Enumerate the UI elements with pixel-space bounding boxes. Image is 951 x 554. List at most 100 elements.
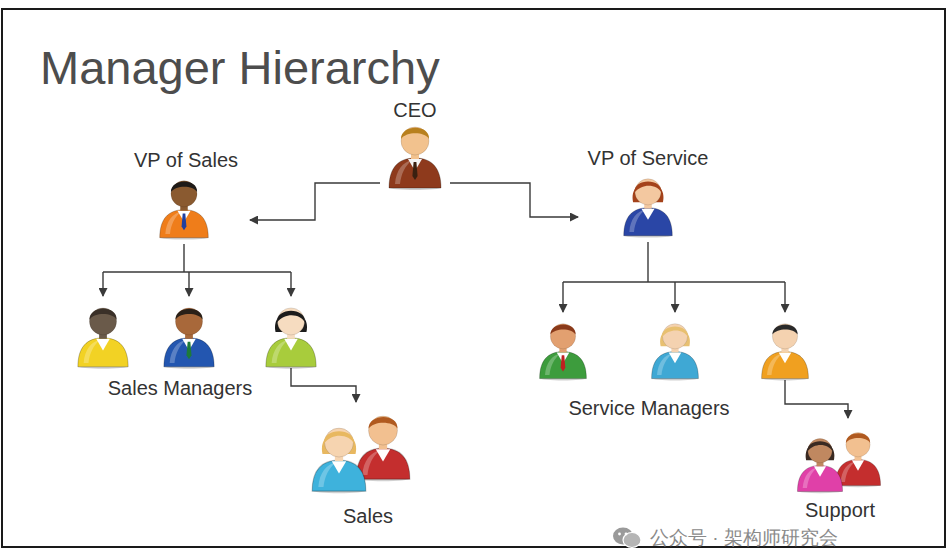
icon-head [175,308,202,335]
person-node: Support [792,418,888,522]
icon-tie [182,213,187,230]
person-icon [156,172,212,240]
person-icon [620,170,676,238]
role-label: CEO [393,98,436,122]
icon-head [277,308,304,335]
icon-highlight [767,353,782,375]
icon-highlight [165,212,181,234]
icon-hair [369,417,398,429]
icon-head [772,324,797,349]
diagram-title: Manager Hierarchy [40,40,440,96]
icon-body [160,210,209,238]
role-label: Support [805,498,875,522]
person-node: CEO [380,98,450,194]
hierarchy-connector [450,183,578,217]
connector-line [562,282,563,312]
person-node: Service Managers [532,312,817,422]
icon-body [389,158,441,188]
icon-collar [779,353,792,364]
icon-collar [376,449,390,461]
hierarchy-connector [563,242,785,312]
icon-head [550,324,575,349]
hierarchy-connector [103,244,291,296]
role-label: VP of Sales [134,148,238,172]
icon-hair [550,324,575,334]
connector-line [563,281,785,282]
person-icon [648,314,702,382]
icon-head [171,181,197,207]
icon-hair [89,309,116,320]
hierarchy-connector [291,368,356,402]
connector-line [450,183,578,217]
person-icon [385,118,445,190]
icon-tie [561,355,566,371]
icon-body [797,465,842,491]
person-icon [160,298,218,370]
icon-highlight [170,340,186,363]
icon-head [808,439,832,463]
hierarchy-connector [785,380,848,418]
icon-hair [807,441,832,451]
connector-line [188,272,189,296]
icon-collar [96,339,110,351]
icon-hair [401,128,429,139]
icon-body [266,338,316,367]
icon-collar [814,466,826,476]
connector-line [784,282,785,312]
person-node: Sales [304,402,420,528]
icon-highlight [545,353,560,375]
icon-body [540,352,587,379]
connector-line [647,242,648,282]
icon-head [369,416,398,445]
icon-hair [277,311,305,323]
icon-body [624,208,673,236]
icon-head [635,179,661,205]
role-label: VP of Service [588,146,709,170]
watermark: 公众号 · 架构师研究会 [612,526,838,550]
icon-body [762,352,809,379]
icon-hair [634,182,661,193]
icon-body [835,459,880,485]
icon-highlight [84,340,100,363]
icon-collar [332,461,346,473]
connector-line [290,272,291,296]
icon-highlight [318,462,336,487]
icon-hair [846,433,870,443]
icon-collar [641,209,654,220]
connector-line [250,183,380,220]
icon-body [312,460,366,491]
icon-head [662,324,687,349]
icon-highlight [362,450,380,475]
icon-head [89,308,116,335]
connector-line [785,380,848,418]
icon-tie [186,342,191,359]
role-label: Sales [343,504,393,528]
role-label: Service Managers [568,396,729,420]
icon-highlight [395,160,412,184]
person-icon [794,426,846,498]
person-icon [308,414,370,498]
role-label: Sales Managers [108,376,253,400]
icon-highlight [272,340,288,363]
icon-body [652,352,699,379]
icon-body [164,338,214,367]
connector-line [291,368,356,402]
icon-hair [772,324,797,334]
icon-hair [324,431,354,443]
person-icon [758,314,812,382]
hierarchy-connector [250,183,380,220]
person-icon [536,314,590,382]
person-icon [74,298,132,370]
person-node: Sales Managers [70,296,325,402]
icon-head [325,428,354,457]
connector-line [102,272,103,296]
wechat-icon [612,526,642,550]
icon-head [846,433,870,457]
icon-tie [412,162,417,180]
icon-collar [852,460,864,470]
watermark-text: 公众号 · 架构师研究会 [650,527,838,549]
icon-head [401,127,429,155]
connector-line [674,282,675,312]
person-node: VP of Service [578,144,720,242]
icon-highlight [629,210,645,232]
